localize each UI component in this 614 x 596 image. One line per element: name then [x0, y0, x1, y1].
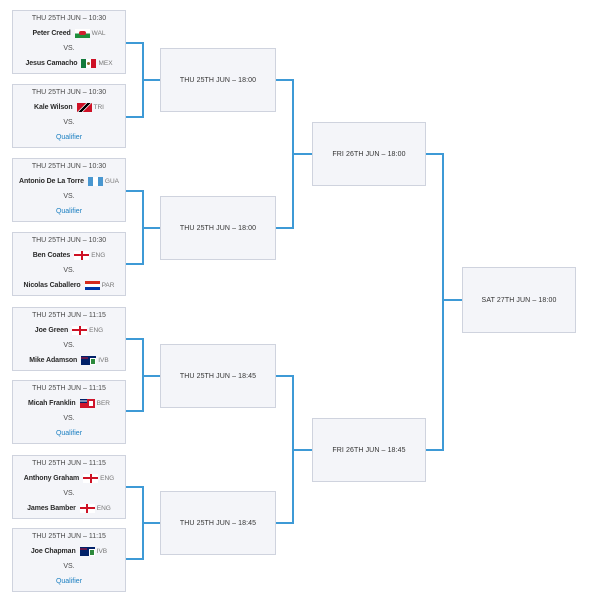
eng-flag-icon: [74, 250, 90, 260]
gua-flag-icon: [87, 176, 103, 186]
player-row[interactable]: Anthony Graham ENG: [13, 471, 125, 485]
player-row[interactable]: Joe Green ENG: [13, 323, 125, 337]
match-date: THU 25TH JUN – 18:00: [179, 76, 257, 84]
mex-flag-icon: [81, 58, 97, 68]
player-name: Anthony Graham: [23, 474, 80, 482]
match-date: FRI 26TH JUN – 18:45: [332, 446, 406, 454]
player-name: Peter Creed: [32, 29, 71, 37]
vs-label: VS.: [63, 489, 75, 497]
qualifier-link[interactable]: Qualifier: [55, 429, 83, 437]
player-name: Joe Green: [34, 326, 69, 334]
match-date: THU 25TH JUN – 10:30: [31, 88, 107, 96]
player-row[interactable]: Nicolas Caballero PAR: [13, 278, 125, 292]
eng-flag-icon: [83, 473, 99, 483]
quarterfinal-card[interactable]: THU 25TH JUN – 18:00: [160, 48, 276, 112]
player-row[interactable]: Kale Wilson TRI: [13, 100, 125, 114]
match-date: THU 25TH JUN – 18:45: [179, 372, 257, 380]
quarterfinal-card[interactable]: THU 25TH JUN – 18:45: [160, 344, 276, 408]
player-name: Jesus Camacho: [25, 59, 78, 67]
vs-label: VS.: [63, 562, 75, 570]
eng-flag-icon: [72, 325, 88, 335]
player-row[interactable]: Micah Franklin BER: [13, 396, 125, 410]
ber-flag-icon: [79, 398, 95, 408]
match-date: THU 25TH JUN – 10:30: [31, 236, 107, 244]
country-code: ENG: [89, 326, 104, 334]
player-name: James Bamber: [27, 504, 76, 512]
match-date: THU 25TH JUN – 18:45: [179, 519, 257, 527]
country-code: IVB: [98, 356, 109, 364]
player-row[interactable]: Mike Adamson IVB: [13, 353, 125, 367]
player-name: Antonio De La Torre: [19, 177, 84, 185]
country-code: ENG: [100, 474, 115, 482]
player-row[interactable]: Jesus Camacho MEX: [13, 56, 125, 70]
match-date: THU 25TH JUN – 18:00: [179, 224, 257, 232]
player-name: Ben Coates: [32, 251, 71, 259]
match-date: THU 25TH JUN – 11:15: [32, 384, 106, 392]
ivb-flag-icon: [81, 355, 97, 365]
match-date: THU 25TH JUN – 11:15: [32, 311, 106, 319]
qualifier-link[interactable]: Qualifier: [55, 207, 83, 215]
country-code: TRI: [93, 103, 104, 111]
vs-label: VS.: [63, 341, 75, 349]
ivb-flag-icon: [79, 546, 95, 556]
match-card[interactable]: THU 25TH JUN – 10:30 Ben Coates ENG VS. …: [12, 232, 126, 296]
match-card[interactable]: THU 25TH JUN – 11:15 Anthony Graham ENG …: [12, 455, 126, 519]
player-row[interactable]: Qualifier: [13, 130, 125, 144]
match-card[interactable]: THU 25TH JUN – 11:15 Joe Chapman IVB VS.…: [12, 528, 126, 592]
country-code: GUA: [104, 177, 119, 185]
vs-label: VS.: [63, 266, 75, 274]
match-card[interactable]: THU 25TH JUN – 10:30 Kale Wilson TRI VS.…: [12, 84, 126, 148]
country-code: PAR: [101, 281, 115, 289]
player-row[interactable]: Joe Chapman IVB: [13, 544, 125, 558]
match-card[interactable]: THU 25TH JUN – 11:15 Micah Franklin BER …: [12, 380, 126, 444]
player-name: Joe Chapman: [30, 547, 76, 555]
country-code: MEX: [98, 59, 113, 67]
player-name: Mike Adamson: [29, 356, 78, 364]
eng-flag-icon: [79, 503, 95, 513]
player-row[interactable]: Ben Coates ENG: [13, 248, 125, 262]
match-date: THU 25TH JUN – 11:15: [32, 459, 106, 467]
country-code: ENG: [91, 251, 106, 259]
player-name: Kale Wilson: [34, 103, 73, 111]
match-date: FRI 26TH JUN – 18:00: [332, 150, 406, 158]
country-code: BER: [96, 399, 110, 407]
player-row[interactable]: Qualifier: [13, 574, 125, 588]
match-card[interactable]: THU 25TH JUN – 10:30 Antonio De La Torre…: [12, 158, 126, 222]
tri-flag-icon: [76, 102, 92, 112]
match-date: THU 25TH JUN – 11:15: [32, 532, 106, 540]
vs-label: VS.: [63, 414, 75, 422]
country-code: WAL: [91, 29, 106, 37]
country-code: IVB: [96, 547, 108, 555]
vs-label: VS.: [63, 192, 75, 200]
player-row[interactable]: Qualifier: [13, 204, 125, 218]
semifinal-card[interactable]: FRI 26TH JUN – 18:45: [312, 418, 426, 482]
qualifier-link[interactable]: Qualifier: [55, 577, 83, 585]
quarterfinal-card[interactable]: THU 25TH JUN – 18:45: [160, 491, 276, 555]
match-date: THU 25TH JUN – 10:30: [31, 14, 107, 22]
quarterfinal-card[interactable]: THU 25TH JUN – 18:00: [160, 196, 276, 260]
qualifier-link[interactable]: Qualifier: [55, 133, 83, 141]
match-card[interactable]: THU 25TH JUN – 10:30 Peter Creed WAL VS.…: [12, 10, 126, 74]
vs-label: VS.: [63, 44, 75, 52]
player-row[interactable]: Peter Creed WAL: [13, 26, 125, 40]
match-date: THU 25TH JUN – 10:30: [31, 162, 107, 170]
wal-flag-icon: [74, 28, 90, 38]
player-row[interactable]: James Bamber ENG: [13, 501, 125, 515]
vs-label: VS.: [63, 118, 75, 126]
par-flag-icon: [84, 280, 100, 290]
player-name: Micah Franklin: [28, 399, 76, 407]
player-row[interactable]: Qualifier: [13, 426, 125, 440]
player-name: Nicolas Caballero: [23, 281, 81, 289]
match-card[interactable]: THU 25TH JUN – 11:15 Joe Green ENG VS. M…: [12, 307, 126, 371]
player-row[interactable]: Antonio De La Torre GUA: [13, 174, 125, 188]
semifinal-card[interactable]: FRI 26TH JUN – 18:00: [312, 122, 426, 186]
match-date: SAT 27TH JUN – 18:00: [481, 296, 557, 304]
country-code: ENG: [96, 504, 111, 512]
final-card[interactable]: SAT 27TH JUN – 18:00: [462, 267, 576, 333]
